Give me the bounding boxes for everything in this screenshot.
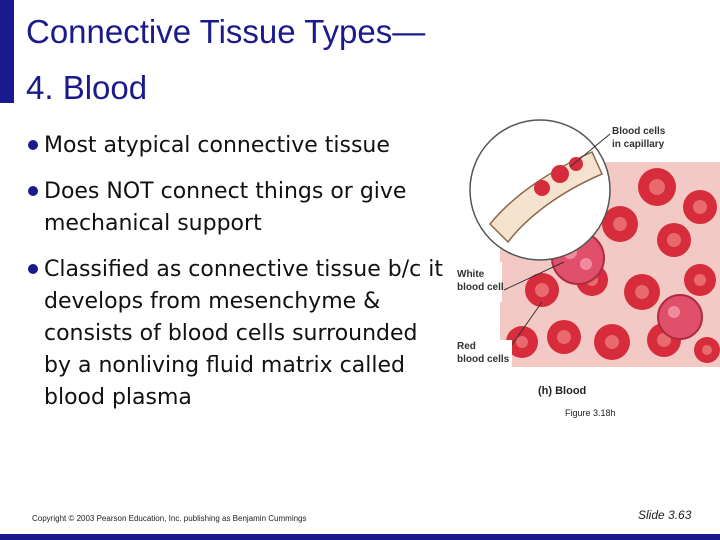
slide-title: Connective Tissue Types— 4. Blood xyxy=(26,4,425,116)
capillary-label-line-2: in capillary xyxy=(612,139,665,150)
rbc-label-line-2: blood cells xyxy=(457,354,510,365)
bullet-dot-icon xyxy=(28,186,38,196)
bullet-text: Classified as connective tissue b/c it d… xyxy=(44,257,443,410)
bullet-list: Most atypical connective tissue Does NOT… xyxy=(28,130,448,414)
bullet-dot-icon xyxy=(28,264,38,274)
rbc-label-line-1: Red xyxy=(457,341,476,352)
slide-title-line-1: Connective Tissue Types— xyxy=(26,13,426,50)
bullet-item: Does NOT connect things or give mechanic… xyxy=(28,176,448,240)
figure-caption: (h) Blood xyxy=(538,385,587,397)
label-backdrop xyxy=(452,340,512,372)
bullet-dot-icon xyxy=(28,140,38,150)
capillary-cell xyxy=(534,180,550,196)
blood-illustration: Blood cells in capillary White blood cel… xyxy=(452,112,720,412)
capillary-cell xyxy=(569,157,583,171)
slide-number: Slide 3.63 xyxy=(638,508,692,522)
bullet-item: Classified as connective tissue b/c it d… xyxy=(28,254,448,414)
leader-line xyxy=(569,133,611,168)
wbc-label-line-1: White xyxy=(457,269,485,280)
blood-illustration-svg: Blood cells in capillary White blood cel… xyxy=(452,119,720,372)
footer-accent-bar xyxy=(0,534,720,540)
bullet-text: Most atypical connective tissue xyxy=(44,133,390,158)
bullet-text: Does NOT connect things or give mechanic… xyxy=(44,179,407,236)
capillary-vessel xyxy=(488,151,603,244)
leader-line xyxy=(503,261,565,291)
bullet-item: Most atypical connective tissue xyxy=(28,130,448,162)
white-blood-cells xyxy=(551,231,703,340)
figure-reference: Figure 3.18h xyxy=(565,408,616,418)
slide-title-line-2: 4. Blood xyxy=(26,69,148,106)
title-accent-bar xyxy=(0,0,14,103)
copyright-text: Copyright © 2003 Pearson Education, Inc.… xyxy=(32,514,307,523)
label-backdrop xyxy=(452,262,502,302)
capillary-cell xyxy=(551,165,569,183)
capillary-label-line-1: Blood cells xyxy=(612,126,666,137)
wbc-label-line-2: blood cell xyxy=(457,282,504,293)
